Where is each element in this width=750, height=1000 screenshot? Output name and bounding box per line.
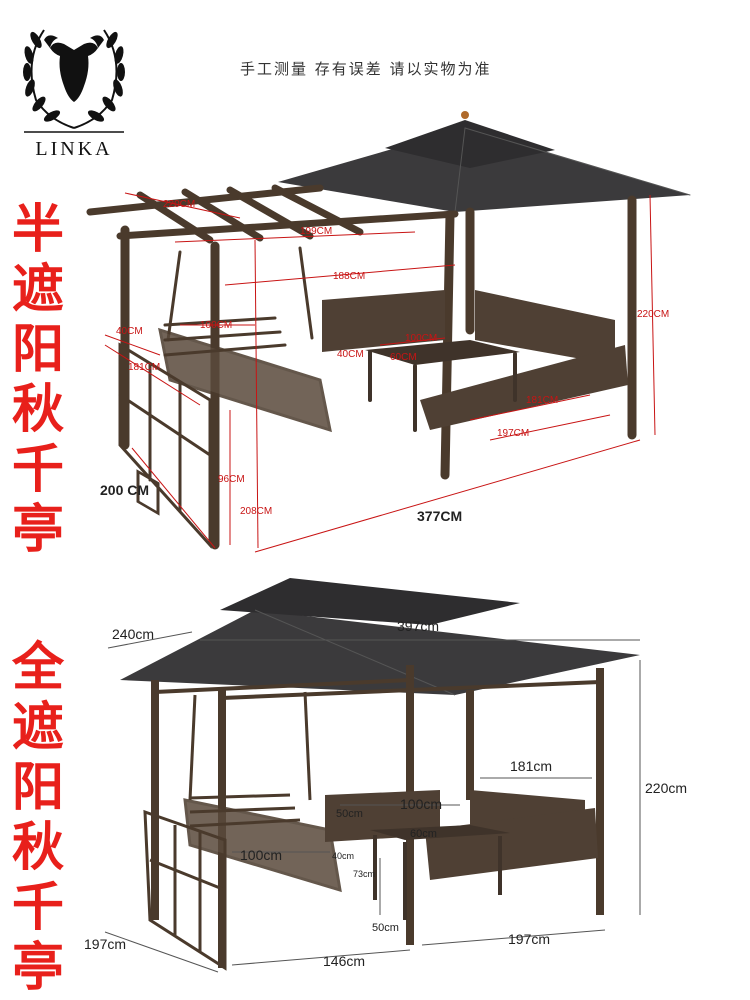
title-char: 千: [11, 440, 64, 500]
top-fence: [118, 342, 212, 549]
dim-label: 220cm: [645, 780, 688, 796]
dim-label: 96CM: [218, 474, 245, 485]
dim-label: 40cm: [332, 851, 355, 861]
dim-label: 377CM: [417, 508, 463, 524]
bottom-roof-lower: [120, 610, 640, 695]
dim-label: 60cm: [410, 828, 437, 840]
dim-label: 40CM: [116, 326, 143, 337]
title-char: 亭: [11, 500, 64, 560]
title-char: 全: [11, 638, 64, 698]
title-char: 遮: [11, 698, 64, 758]
title-char: 阳: [11, 320, 64, 380]
dim-label: 60CM: [390, 352, 417, 363]
dim-label: 100cm: [400, 796, 443, 812]
dim-label: 397cm: [397, 618, 440, 634]
section-title-full-shade: 全 遮 阳 秋 千 亭: [8, 638, 68, 998]
title-char: 秋: [11, 818, 64, 878]
dim-label: 197cm: [84, 936, 127, 952]
dim-label: 181CM: [526, 395, 559, 406]
bottom-gazebo: [120, 578, 640, 971]
section-title-half-shade: 半 遮 阳 秋 千 亭: [8, 200, 68, 560]
bull-wreath-icon: [23, 29, 125, 133]
title-char: 半: [11, 200, 64, 260]
bottom-beams: [154, 678, 601, 700]
top-swing: [158, 246, 332, 433]
title-char: 亭: [11, 938, 64, 998]
top-table: [365, 340, 520, 365]
bottom-roof-upper: [220, 578, 520, 625]
dim-label: 220CM: [163, 199, 196, 210]
dim-label: 100CM: [200, 320, 233, 331]
dim-label: 199CM: [300, 226, 333, 237]
title-char: 秋: [11, 380, 64, 440]
dim-label: 188CM: [333, 271, 366, 282]
title-char: 千: [11, 878, 64, 938]
dim-label: 208CM: [240, 506, 273, 517]
dim-label: 40CM: [337, 349, 364, 360]
bottom-fence: [143, 809, 227, 971]
top-roof-lower: [278, 128, 690, 212]
dim-label: 220CM: [637, 309, 670, 320]
top-dimension-lines: [104, 192, 656, 553]
dim-label: 181CM: [128, 362, 161, 373]
top-benches: [322, 290, 628, 430]
dim-label: 240cm: [112, 626, 155, 642]
top-roof-upper: [385, 120, 555, 168]
bottom-table: [370, 825, 510, 840]
top-pergola-beams: [86, 184, 459, 244]
dim-label: 146cm: [323, 953, 366, 969]
dim-label: 100CM: [405, 333, 438, 344]
dim-label: 100cm: [240, 847, 283, 863]
title-char: 阳: [11, 758, 64, 818]
bottom-swing: [183, 691, 342, 893]
brand-name: LINKA: [35, 138, 113, 160]
dim-label: 197CM: [497, 428, 530, 439]
measurement-note: 手工测量 存有误差 请以实物为准: [240, 60, 492, 78]
top-gazebo: [86, 111, 691, 550]
dim-label: 200 CM: [100, 482, 150, 498]
dim-label: 197cm: [508, 931, 551, 947]
dim-label: 73cm: [353, 869, 376, 879]
dim-label: 181cm: [510, 758, 553, 774]
bottom-dimension-lines: [104, 631, 641, 973]
brand-logo: LINKA: [14, 10, 134, 160]
title-char: 遮: [11, 260, 64, 320]
dim-label: 50cm: [372, 922, 399, 934]
dim-label: 50cm: [336, 808, 363, 820]
